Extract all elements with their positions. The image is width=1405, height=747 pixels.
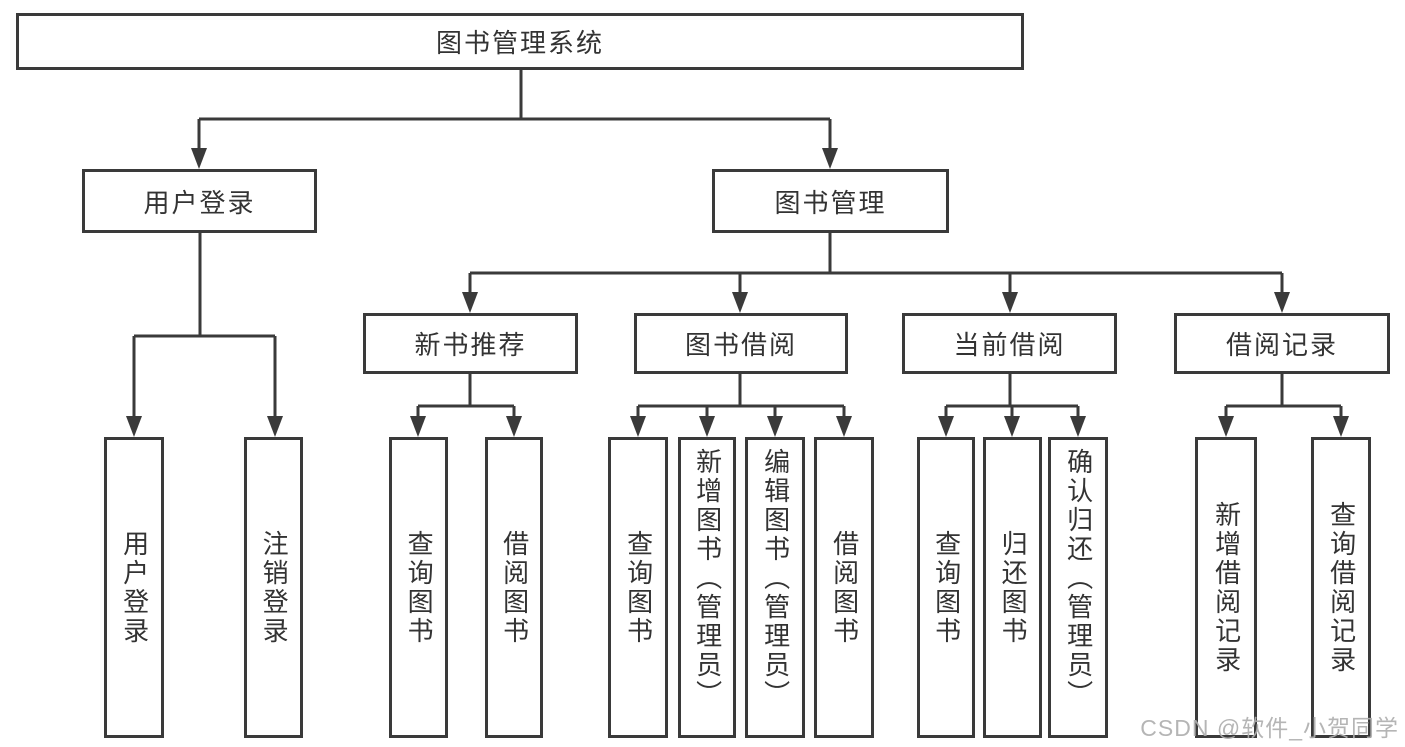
- leaf-edit-book-admin: 编辑图书（管理员）: [745, 437, 805, 738]
- node-label: 用户登录: [143, 187, 256, 218]
- node-root-library-system: 图书管理系统: [16, 13, 1024, 70]
- leaf-label: 查询借阅记录: [1326, 500, 1357, 675]
- leaf-query-books-recommend: 查询图书: [389, 437, 448, 738]
- leaf-label: 用户登录: [119, 529, 150, 646]
- leaf-label: 归还图书: [998, 529, 1029, 646]
- node-current-borrowing: 当前借阅: [902, 313, 1117, 374]
- leaf-label: 借阅图书: [499, 529, 530, 646]
- node-label: 图书管理系统: [435, 28, 604, 58]
- node-label: 借阅记录: [1225, 330, 1338, 360]
- node-label: 图书管理: [774, 187, 887, 218]
- node-new-book-recommend: 新书推荐: [363, 313, 578, 374]
- arrowheads: [126, 148, 1349, 437]
- leaf-label: 查询图书: [404, 529, 435, 646]
- node-label: 图书借阅: [684, 330, 797, 360]
- leaf-label: 编辑图书（管理员）: [760, 448, 791, 709]
- leaf-label: 确认归还（管理员）: [1063, 448, 1094, 709]
- leaf-borrow-books: 借阅图书: [814, 437, 874, 738]
- leaf-label: 注销登录: [259, 529, 290, 646]
- leaf-logout: 注销登录: [244, 437, 303, 738]
- leaf-confirm-return-admin: 确认归还（管理员）: [1048, 437, 1108, 738]
- leaf-label: 查询图书: [931, 529, 962, 646]
- leaf-label: 查询图书: [623, 529, 654, 646]
- leaf-add-borrow-record: 新增借阅记录: [1195, 437, 1257, 738]
- node-book-borrowing: 图书借阅: [634, 313, 848, 374]
- leaf-add-book-admin: 新增图书（管理员）: [678, 437, 736, 738]
- node-label: 当前借阅: [953, 330, 1066, 360]
- leaf-label: 新增图书（管理员）: [692, 448, 723, 709]
- node-label: 新书推荐: [414, 330, 527, 360]
- leaf-query-books-current: 查询图书: [917, 437, 975, 738]
- leaf-return-books: 归还图书: [983, 437, 1042, 738]
- csdn-watermark: CSDN @软件_小贺同学: [1140, 715, 1399, 741]
- leaf-label: 借阅图书: [829, 529, 860, 646]
- leaf-borrow-books-recommend: 借阅图书: [485, 437, 543, 738]
- node-user-login: 用户登录: [82, 169, 317, 233]
- leaf-user-login: 用户登录: [104, 437, 164, 738]
- node-book-management: 图书管理: [712, 169, 949, 233]
- node-borrowing-records: 借阅记录: [1174, 313, 1390, 374]
- leaf-label: 新增借阅记录: [1211, 500, 1242, 675]
- leaf-query-borrow-record: 查询借阅记录: [1311, 437, 1371, 738]
- leaf-query-books-borrow: 查询图书: [608, 437, 668, 738]
